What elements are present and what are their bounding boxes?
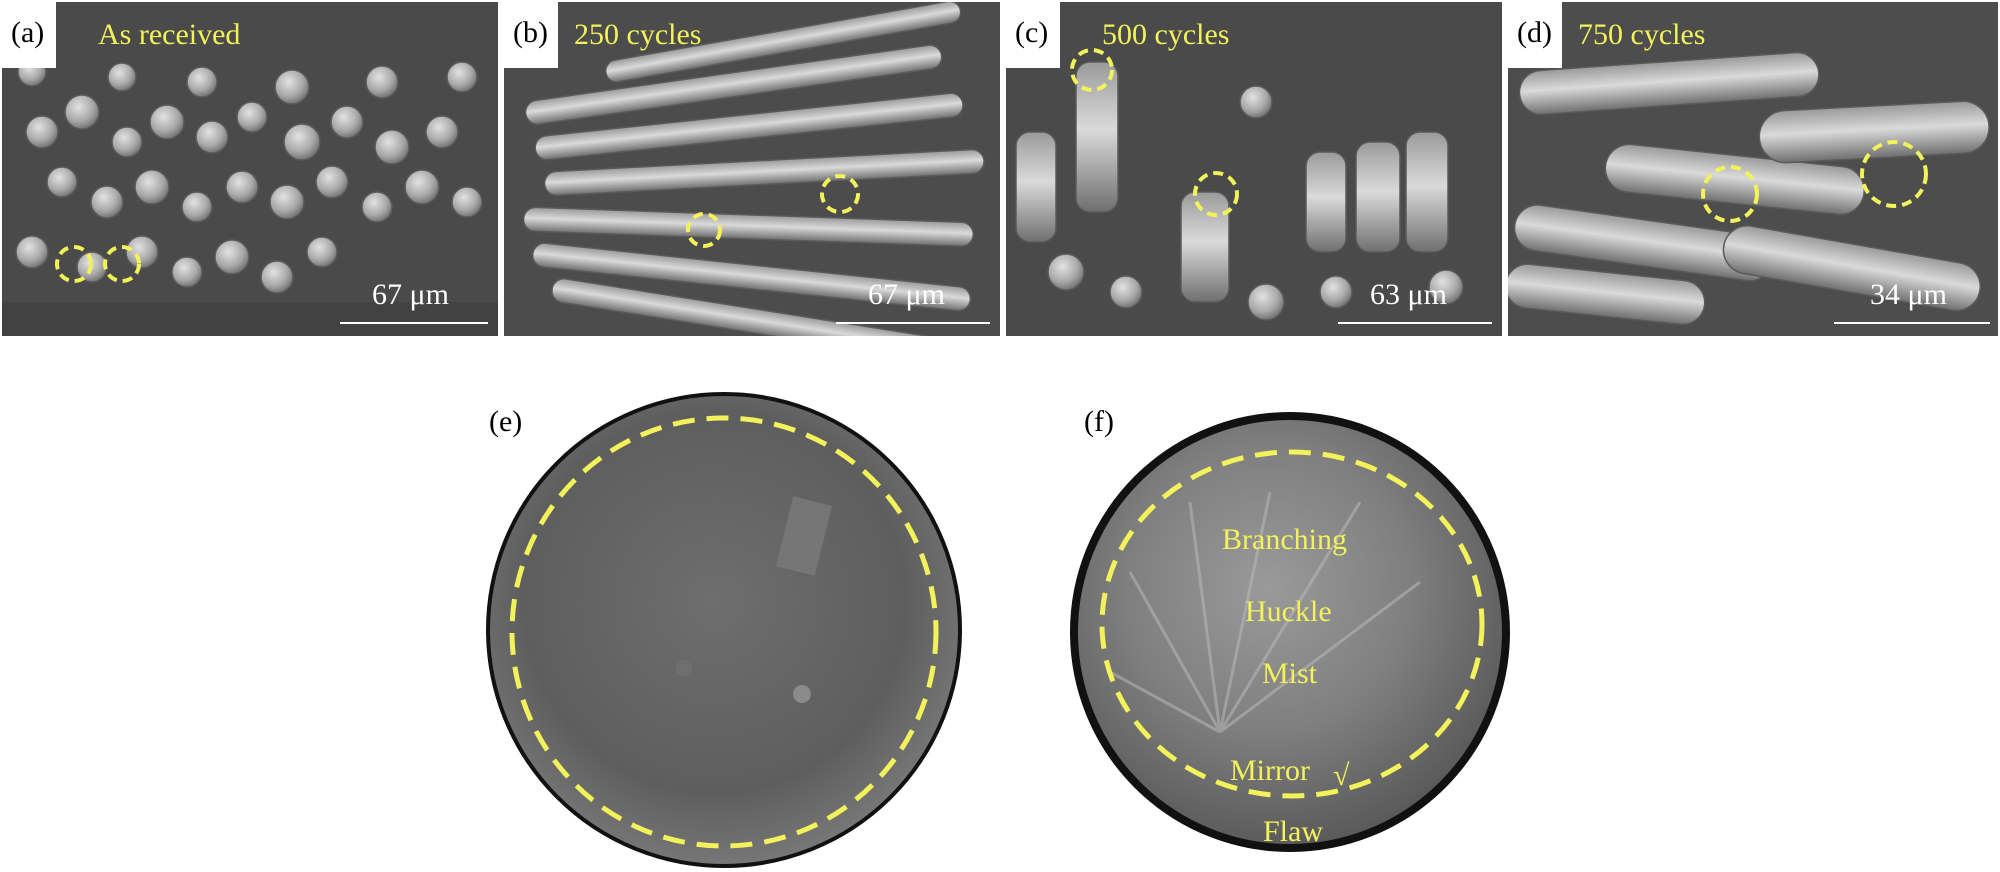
sem-panel-d: (d) 750 cycles 34 μm (1508, 2, 1998, 336)
scale-bar (1834, 322, 1990, 324)
panel-letter-box: (b) (504, 2, 558, 68)
sem-image-d (1508, 2, 1998, 336)
zone-label-flaw: Flaw (1263, 815, 1323, 848)
panel-letter-f: (f) (1084, 405, 1114, 438)
fiber-outline-f (1099, 449, 1485, 799)
highlight-circle (1193, 171, 1239, 217)
sem-image-a (2, 2, 498, 336)
scale-bar-label: 34 μm (1870, 278, 1947, 311)
panel-letter-box: (d) (1508, 2, 1562, 68)
fiber-outline-e (509, 415, 939, 849)
zone-label-huckle: Huckle (1245, 595, 1332, 628)
fiber-highlights-b (686, 174, 860, 248)
scale-bar (836, 322, 990, 324)
flaw-origin-mark: √ (1333, 759, 1350, 792)
panel-condition: 250 cycles (574, 18, 702, 51)
zone-label-mist: Mist (1262, 657, 1318, 690)
fiber-highlights-d (1701, 140, 1928, 223)
panel-letter: (a) (11, 16, 45, 49)
panel-letter: (b) (513, 16, 548, 49)
scale-bar (1338, 322, 1492, 324)
scale-bar (340, 322, 488, 324)
scale-bar-label: 67 μm (868, 278, 945, 311)
highlight-circle (686, 212, 722, 248)
sem-image-c (1006, 2, 1502, 336)
highlight-circle (103, 245, 141, 283)
panel-letter-e: (e) (489, 405, 523, 438)
fiber-highlights-a (55, 245, 141, 283)
highlight-circle (55, 245, 93, 283)
fracture-surface-e (486, 392, 962, 868)
highlight-circle (1860, 140, 1928, 208)
sem-image-b (504, 2, 1000, 336)
highlight-circle (1070, 48, 1114, 92)
fiber-highlights-c (1070, 48, 1239, 217)
panel-condition: 750 cycles (1578, 18, 1706, 51)
sem-panel-b: (b) 250 cycles 67 μm (504, 2, 1000, 336)
highlight-circle (1701, 165, 1759, 223)
sem-panel-c: (c) 500 cycles 63 μm (1006, 2, 1502, 336)
scale-bar-label: 67 μm (372, 278, 449, 311)
panel-letter: (c) (1015, 16, 1049, 49)
panel-letter-box: (c) (1006, 2, 1060, 68)
fracture-surface-f (1070, 412, 1510, 852)
panel-letter: (d) (1517, 16, 1552, 49)
panel-condition: 500 cycles (1102, 18, 1230, 51)
zone-label-mirror: Mirror (1230, 754, 1310, 787)
zone-label-branching: Branching (1222, 523, 1347, 556)
panel-letter-box: (a) (2, 2, 56, 68)
scale-bar-label: 63 μm (1370, 278, 1447, 311)
sem-panel-a: (a) As received 67 μm (2, 2, 498, 336)
panel-condition: As received (98, 18, 241, 51)
highlight-circle (820, 174, 860, 214)
